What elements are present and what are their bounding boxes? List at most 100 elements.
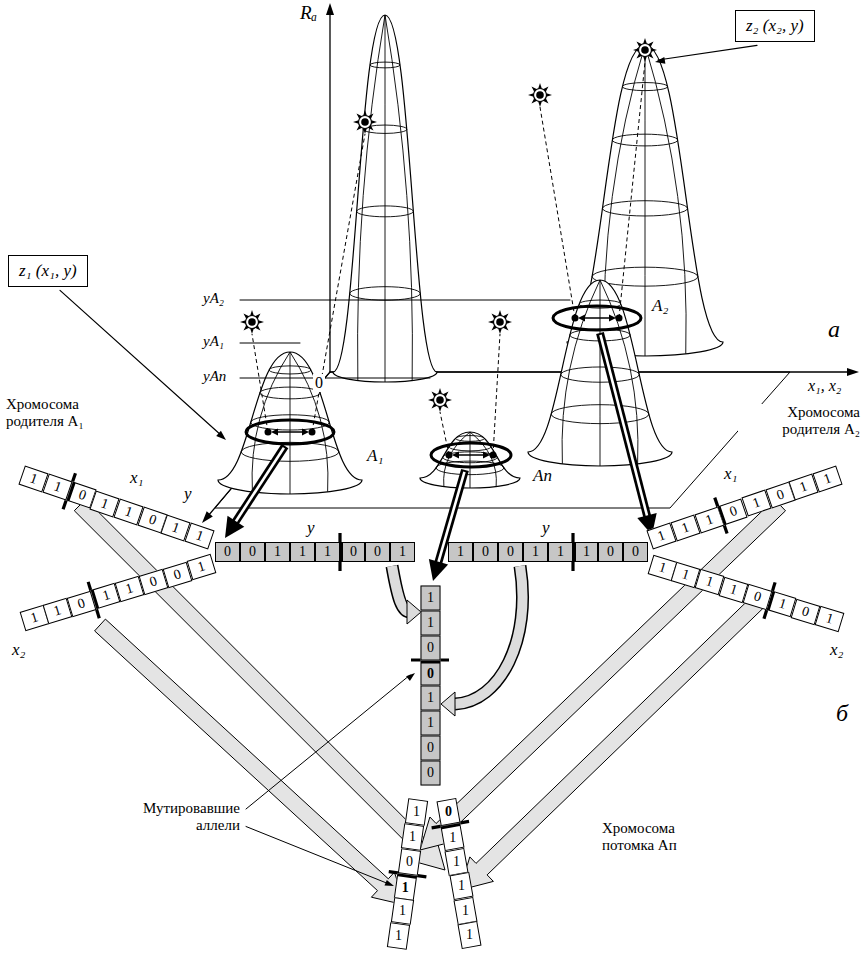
- axis-label: x₁: [128, 468, 145, 488]
- node-text: 1: [413, 805, 420, 819]
- coordinate-line: [240, 343, 300, 344]
- y-transfer-arrow-outline: [455, 566, 523, 704]
- axis-label: yAп: [201, 368, 228, 385]
- y-gene-cell: 0: [215, 542, 240, 562]
- x-gene-cell: 1: [184, 522, 214, 549]
- hill-meridian: [645, 45, 646, 356]
- axis-label: Rₐ: [298, 2, 319, 24]
- leader-head: [385, 880, 395, 886]
- node-text: 1: [324, 545, 331, 559]
- selection-arrow: [233, 446, 285, 525]
- individual-ellipse: [431, 443, 511, 467]
- node-text: 1: [680, 567, 691, 582]
- node-text: 1: [196, 559, 207, 574]
- x-gene-cell: 1: [814, 606, 844, 632]
- ra-axis: [329, 12, 330, 372]
- hill-meridian: [600, 280, 601, 466]
- caption-label: Хромосома потомка Aп: [600, 820, 730, 855]
- projection-line: [540, 107, 575, 318]
- pointer-line: [658, 45, 757, 60]
- axis-label: y: [305, 518, 317, 538]
- x-gene-cell: 1: [449, 872, 473, 900]
- node-text: 1: [458, 879, 465, 893]
- node-text: z₁ (x₁, y): [19, 261, 77, 281]
- y-gene-cell: 0: [365, 542, 390, 562]
- y-gene-cell: 1: [448, 542, 473, 562]
- axis-label: x₂: [10, 640, 27, 660]
- y-transfer-arrowhead: [441, 692, 455, 716]
- y-gene-cell: 0: [340, 542, 365, 562]
- node-text: 1: [194, 528, 205, 544]
- node-text: 1: [299, 545, 306, 559]
- axis-label: 0: [313, 374, 325, 392]
- gene-dot: [616, 315, 623, 322]
- fitness-point-core: [361, 118, 369, 126]
- gene-exchange-head: [271, 429, 278, 436]
- y-gene-cell: 1: [548, 542, 573, 562]
- node-text: 1: [409, 830, 416, 844]
- projection-line: [493, 334, 500, 455]
- leader-line: [246, 827, 389, 885]
- projection-line: [440, 412, 449, 455]
- node-text: 0: [76, 596, 87, 611]
- gene-exchange-line: [581, 317, 613, 318]
- x-gene-cell: 1: [387, 922, 410, 950]
- axis-label: x₁: [722, 464, 739, 484]
- axis-label: x₁, x₂: [806, 377, 843, 395]
- gene-transfer-arrow: [74, 499, 445, 870]
- node-text: 0: [482, 545, 489, 559]
- node-text: 1: [822, 471, 833, 487]
- node-text: 0: [427, 667, 434, 681]
- hill-meridian: [358, 15, 385, 380]
- node-text: 1: [427, 591, 434, 605]
- y-gene-cell: 0: [598, 542, 623, 562]
- node-text: 1: [728, 582, 739, 597]
- coordinate-line: [240, 300, 570, 301]
- caption-label: Мутировавшие аллели: [128, 800, 242, 835]
- node-text: 1: [583, 545, 590, 559]
- gene-exchange-head: [302, 429, 309, 436]
- x-gene-cell: 0: [398, 848, 421, 876]
- axis-label: б: [834, 700, 850, 728]
- y-gene-cell: 0: [623, 542, 648, 562]
- hill-meridian: [290, 352, 291, 494]
- fitness-point-core: [436, 396, 444, 404]
- hill-meridian: [470, 432, 496, 486]
- y-gene-cell: 1: [420, 585, 440, 610]
- node-text: 1: [123, 504, 134, 520]
- fitness-point-core: [536, 91, 544, 99]
- node-text: 1: [704, 512, 715, 528]
- node-text: 1: [124, 581, 135, 596]
- pointer-head: [655, 57, 665, 64]
- node-text: 1: [29, 611, 40, 626]
- node-text: 0: [146, 512, 157, 528]
- node-text: 0: [427, 766, 434, 780]
- y-gene-cell: 0: [420, 760, 440, 785]
- node-text: 0: [148, 574, 159, 589]
- node-text: 1: [704, 575, 715, 590]
- gene-exchange-head: [483, 452, 490, 459]
- y-gene-cell: 1: [290, 542, 315, 562]
- node-text: 1: [656, 528, 667, 544]
- node-text: 1: [395, 929, 402, 943]
- node-text: 0: [507, 545, 514, 559]
- hill-meridian: [385, 15, 386, 382]
- node-text: 0: [632, 545, 639, 559]
- caption-label: Хромосома родителя A₂: [738, 404, 862, 439]
- node-text: 0: [224, 545, 231, 559]
- x-gene-cell: 1: [440, 823, 464, 851]
- node-text: 0: [728, 503, 739, 519]
- gene-dot: [265, 429, 272, 436]
- node-text: 1: [427, 691, 434, 705]
- x-gene-cell: 1: [458, 921, 482, 949]
- axis-label: yA₂: [201, 290, 226, 307]
- fitness-point: [359, 116, 372, 129]
- y-transfer-arrow: [455, 566, 523, 704]
- y-gene-cell: 0: [420, 735, 440, 760]
- node-text: 1: [402, 881, 409, 895]
- y-gene-cell: 1: [420, 685, 440, 710]
- y-gene-cell: 1: [420, 710, 440, 735]
- fitness-point-core: [248, 318, 256, 326]
- fitness-point: [246, 316, 259, 329]
- fitness-point: [534, 89, 547, 102]
